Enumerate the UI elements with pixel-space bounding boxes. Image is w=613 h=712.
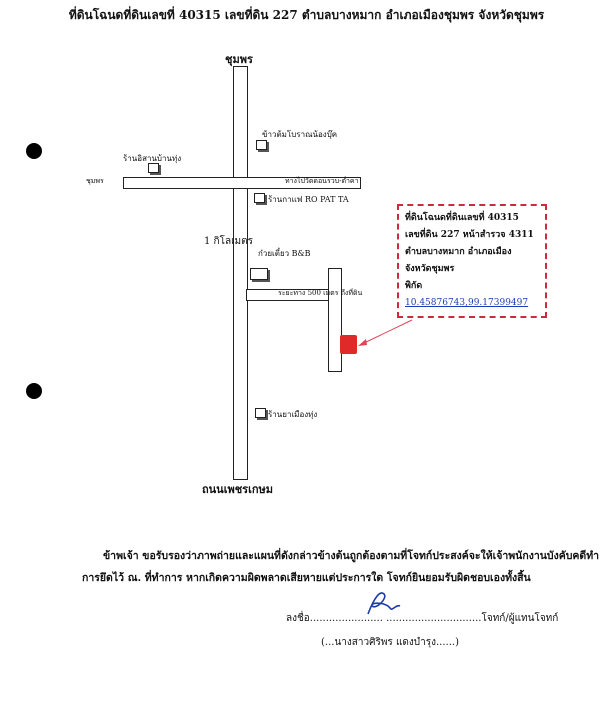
west-road-label: ชุมพร [86, 177, 104, 185]
landmark-ropatta-label: ร้านกาแฟ RO PAT TA [268, 195, 349, 204]
signer-name: (...นางสาวศิริพร แดงบำรุง......) [321, 637, 459, 648]
building-icon [250, 268, 268, 280]
landmark-shop-northeast-label: ข้าวต้มโบราณน้องบุ๊ค [262, 130, 338, 139]
building-icon [254, 193, 265, 203]
certification-line-2: การยึดไว้ ณ. ที่ทำการ หากเกิดความผิดพลาด… [82, 572, 531, 584]
north-label: ชุมพร [225, 53, 253, 66]
certification-line-1: ข้าพเจ้า ขอรับรองว่าภาพถ่ายและแผนที่ดังก… [103, 550, 600, 562]
info-line-3: ตำบลบางหมาก อำเภอเมือง [405, 247, 512, 257]
handwritten-signature [367, 592, 401, 615]
coordinates-link[interactable]: 10.45876743,99.17399497 [405, 298, 529, 308]
info-line-2: เลขที่ดิน 227 หน้าสำรวจ 4311 [405, 230, 534, 240]
side-road-label: ระยะทาง 500 เมตร ถึงที่ดิน [278, 289, 363, 297]
cross-road [123, 177, 361, 189]
pointer-arrow [358, 319, 413, 346]
building-icon [256, 140, 267, 150]
signature-prefix: ลงชื่อ....................... ..........… [286, 613, 482, 624]
hole-punch-bottom [26, 383, 42, 399]
south-road-label: ถนนเพชรเกษม [202, 483, 274, 496]
landmark-noodle-label: ก๋วยเตี๋ยว B&B [258, 249, 311, 258]
building-icon [148, 163, 159, 173]
document-title: ที่ดินโฉนดที่ดินเลขที่ 40315 เลขที่ดิน 2… [68, 8, 545, 22]
right-road-label: ทางไปวัดดอนรวบ-ต่ำคา [285, 177, 359, 185]
signature-role: โจทก์/ผู้แทนโจทก์ [481, 613, 559, 624]
main-road-vertical [233, 66, 248, 480]
landmark-shop-west-label: ร้านอิสานบ้านทุ่ง [123, 154, 182, 163]
coord-label: พิกัด [405, 281, 423, 291]
info-line-4: จังหวัดชุมพร [405, 264, 455, 274]
signature-line: ลงชื่อ....................... ..........… [286, 611, 558, 626]
land-location-marker [340, 335, 357, 354]
distance-label: 1 กิโลเมตร [204, 236, 253, 247]
land-info-box: ที่ดินโฉนดที่ดินเลขที่ 40315 เลขที่ดิน 2… [397, 204, 547, 318]
landmark-shop-south-label: ร้านยาเมืองทุ่ง [268, 410, 318, 419]
access-road [328, 268, 342, 372]
building-icon [255, 408, 266, 418]
hole-punch-top [26, 143, 42, 159]
info-line-1: ที่ดินโฉนดที่ดินเลขที่ 40315 [405, 213, 519, 223]
coordinates-row: พิกัด 10.45876743,99.17399497 [405, 278, 539, 312]
